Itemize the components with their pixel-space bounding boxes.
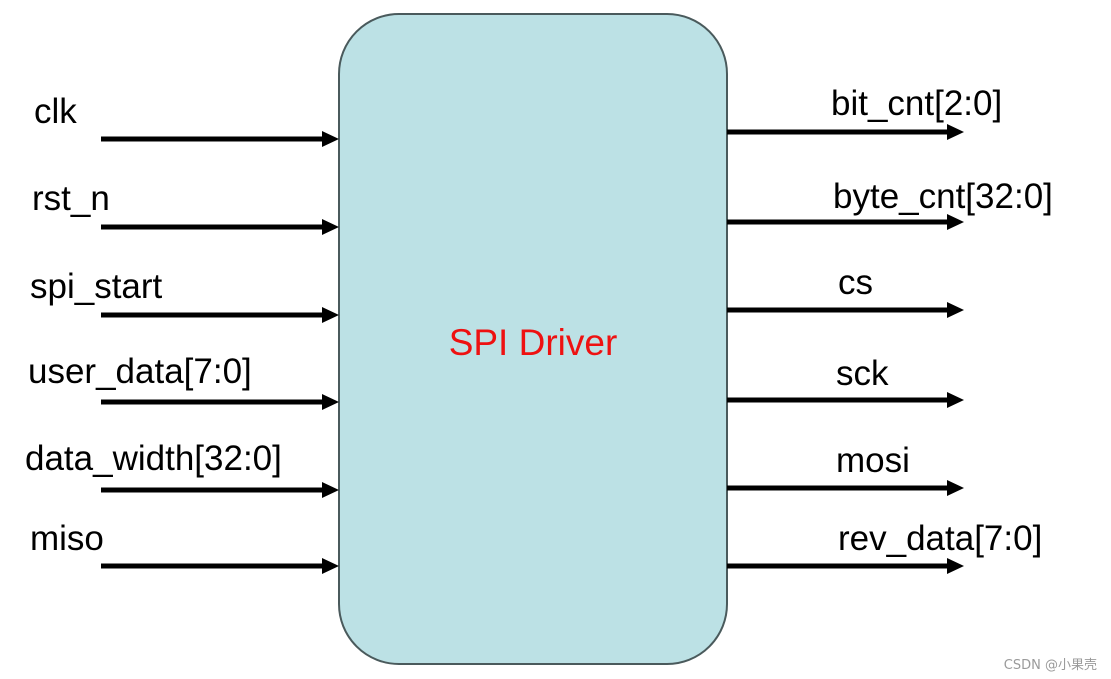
input-label-clk: clk (34, 92, 77, 131)
input-arrow-rst-n (322, 219, 339, 235)
output-arrow-sck (947, 392, 964, 408)
spi-driver-block (338, 13, 728, 665)
input-label-miso: miso (30, 519, 104, 558)
output-arrow-mosi (947, 480, 964, 496)
input-arrow-spi-start (322, 307, 339, 323)
output-signals: bit_cnt[2:0] byte_cnt[32:0]cs sck mosi rev_d… (727, 84, 1053, 574)
output-arrow-byte-cnt-32-0 (947, 214, 964, 230)
input-signals: clk rst_n spi_start user_data[7:0] data_widt… (25, 92, 339, 574)
output-label-byte-cnt-32-0: byte_cnt[32:0] (833, 177, 1053, 216)
output-label-sck: sck (836, 354, 889, 393)
input-label-data-width-32-0: data_width[32:0] (25, 439, 282, 478)
block-title: SPI Driver (449, 322, 618, 363)
input-label-user-data-7-0: user_data[7:0] (28, 352, 252, 391)
input-arrow-data-width-32-0 (322, 482, 339, 498)
watermark: CSDN @小果壳 (1004, 658, 1097, 673)
input-arrow-miso (322, 558, 339, 574)
output-label-rev-data-7-0: rev_data[7:0] (838, 519, 1042, 558)
output-label-bit-cnt-2-0: bit_cnt[2:0] (831, 84, 1002, 123)
output-arrow-bit-cnt-2-0 (947, 124, 964, 140)
input-arrow-user-data-7-0 (322, 394, 339, 410)
output-arrow-cs (947, 302, 964, 318)
input-arrow-clk (322, 131, 339, 147)
output-label-mosi: mosi (836, 441, 910, 480)
output-label-cs: cs (838, 263, 873, 302)
output-arrow-rev-data-7-0 (947, 558, 964, 574)
input-label-spi-start: spi_start (30, 267, 163, 306)
input-label-rst-n: rst_n (32, 179, 110, 218)
